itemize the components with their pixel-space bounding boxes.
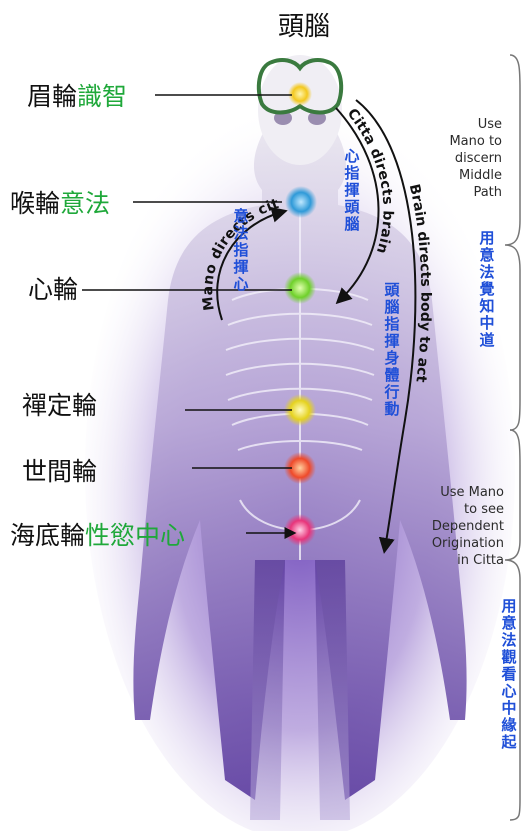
side-text-top-line: Mano to [420,133,502,150]
vertical-char: 指 [232,242,250,259]
chakra-function-root: 性慾中心 [85,521,185,550]
vertical-char: 指 [343,165,361,182]
vertical-char: 法 [478,264,496,281]
chakra-label-throat: 喉輪意法 [10,184,110,220]
chakra-name-root: 海底輪 [10,521,85,550]
chakra-point-brow [288,82,312,106]
side-text-top-line: Middle [420,167,502,184]
side-text-bottom-line: Use Mano [412,484,504,501]
chakra-name-brow: 眉輪 [27,82,77,111]
vertical-char: 緣 [500,717,518,734]
vertical-char: 意 [500,615,518,632]
vertical-char: 身 [383,350,401,367]
vertical-char: 心 [343,148,361,165]
side-text-bottom: Use Mano to see Dependent Origination in… [412,484,504,569]
vertical-char: 揮 [232,259,250,276]
vertical-char: 看 [500,666,518,683]
vertical-char: 起 [500,734,518,751]
vertical-char: 行 [383,384,401,401]
vertical-char: 法 [500,632,518,649]
vertical-char: 知 [478,298,496,315]
chakra-label-worldly: 世間輪 [22,452,97,488]
vertical-char: 用 [478,230,496,247]
chakra-point-throat [285,186,317,218]
chakra-point-heart [284,272,316,304]
vertical-char: 指 [383,316,401,333]
side-text-bottom-line: Dependent [412,518,504,535]
side-text-bottom-line: to see [412,501,504,518]
vertical-char: 意 [478,247,496,264]
vertical-citta-brain: 心指揮頭腦 [343,148,361,233]
chakra-name-heart: 心輪 [28,275,78,304]
chakra-label-heart: 心輪 [28,270,78,306]
vertical-char: 覺 [478,281,496,298]
vertical-side-bottom: 用意法觀看心中緣起 [500,598,518,751]
chakra-name-meditation: 禪定輪 [22,391,97,420]
vertical-char: 中 [500,700,518,717]
vertical-char: 中 [478,315,496,332]
vertical-char: 腦 [343,216,361,233]
vertical-char: 頭 [343,199,361,216]
chakra-function-throat: 意法 [60,189,110,218]
chakra-name-throat: 喉輪 [10,189,60,218]
vertical-char: 意 [232,208,250,225]
chakra-point-root [284,514,316,546]
vertical-char: 心 [500,683,518,700]
side-text-top-line: Path [420,184,502,201]
side-text-top: Use Mano to discern Middle Path [420,116,502,201]
vertical-char: 道 [478,332,496,349]
vertical-char: 觀 [500,649,518,666]
vertical-char: 法 [232,225,250,242]
vertical-char: 心 [232,276,250,293]
side-text-top-line: discern [420,150,502,167]
vertical-char: 用 [500,598,518,615]
side-text-bottom-line: Origination [412,535,504,552]
brain-title: 頭腦 [278,6,330,43]
vertical-char: 揮 [383,333,401,350]
side-text-top-line: Use [420,116,502,133]
chakra-name-worldly: 世間輪 [22,457,97,486]
vertical-char: 頭 [383,282,401,299]
vertical-char: 體 [383,367,401,384]
side-text-bottom-line: in Citta [412,552,504,569]
vertical-brain-body: 頭腦指揮身體行動 [383,282,401,418]
chakra-label-meditation: 禪定輪 [22,386,97,422]
chakra-label-brow: 眉輪識智 [27,77,127,113]
vertical-mano-citta: 意法指揮心 [232,208,250,293]
chakra-label-root: 海底輪性慾中心 [10,516,185,552]
chakra-function-brow: 識智 [77,82,127,111]
vertical-side-top: 用意法覺知中道 [478,230,496,349]
vertical-char: 揮 [343,182,361,199]
vertical-char: 動 [383,401,401,418]
vertical-char: 腦 [383,299,401,316]
